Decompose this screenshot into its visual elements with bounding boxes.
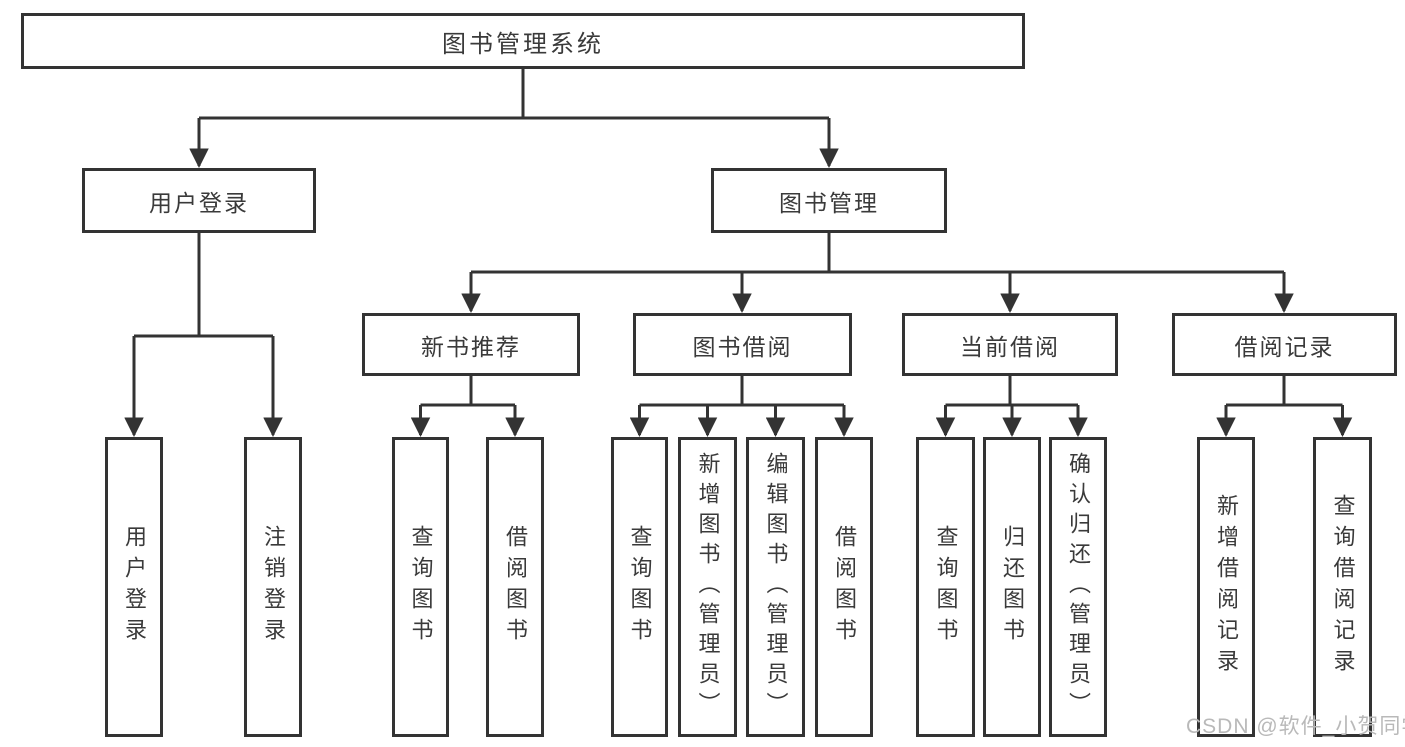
node-user-login: 用户登录 (82, 168, 316, 233)
leaf-label: 查询借阅记录 (1330, 494, 1356, 680)
leaf-return-books: 归还图书 (983, 437, 1041, 737)
node-root-library-system: 图书管理系统 (21, 13, 1025, 69)
leaf-label: 借阅图书 (832, 525, 857, 649)
leaf-label: 查询图书 (408, 525, 434, 649)
node-label: 借阅记录 (1234, 333, 1335, 360)
leaf-label: 注销登录 (261, 525, 286, 649)
leaf-add-borrowing-record: 新增借阅记录 (1197, 437, 1255, 737)
leaf-label: 借阅图书 (503, 525, 528, 649)
node-label: 新书推荐 (421, 333, 521, 360)
node-new-book-recommend: 新书推荐 (362, 313, 580, 376)
leaf-label: 确认归还（管理员） (1066, 452, 1091, 722)
leaf-logout: 注销登录 (244, 437, 302, 737)
leaf-query-borrowing-record: 查询借阅记录 (1313, 437, 1372, 737)
node-label: 用户登录 (149, 189, 249, 216)
leaf-borrow-books-recommend: 借阅图书 (486, 437, 544, 737)
leaf-user-login: 用户登录 (105, 437, 163, 737)
leaf-confirm-return-admin: 确认归还（管理员） (1049, 437, 1107, 737)
leaf-query-books-current: 查询图书 (916, 437, 975, 737)
node-label: 图书管理 (779, 189, 879, 216)
node-label: 图书借阅 (692, 333, 793, 360)
node-borrowing-records: 借阅记录 (1172, 313, 1397, 376)
leaf-label: 归还图书 (1000, 525, 1025, 649)
leaf-borrow-books-borrowing: 借阅图书 (815, 437, 873, 737)
node-book-management: 图书管理 (711, 168, 947, 233)
node-label: 图书管理系统 (442, 30, 604, 58)
leaf-label: 查询图书 (933, 525, 959, 649)
leaf-query-books-borrowing: 查询图书 (611, 437, 668, 737)
leaf-query-books-recommend: 查询图书 (392, 437, 449, 737)
node-book-borrowing: 图书借阅 (633, 313, 852, 376)
leaf-label: 查询图书 (627, 525, 653, 649)
node-current-borrowing: 当前借阅 (902, 313, 1118, 376)
leaf-add-books-admin: 新增图书（管理员） (678, 437, 737, 737)
leaf-edit-books-admin: 编辑图书（管理员） (746, 437, 805, 737)
leaf-label: 编辑图书（管理员） (763, 452, 789, 722)
leaf-label: 新增图书（管理员） (695, 452, 721, 722)
csdn-watermark: CSDN @软件_小贺同学 (1186, 715, 1405, 738)
leaf-label: 新增借阅记录 (1214, 494, 1239, 680)
leaf-label: 用户登录 (122, 525, 147, 649)
node-label: 当前借阅 (960, 333, 1060, 360)
